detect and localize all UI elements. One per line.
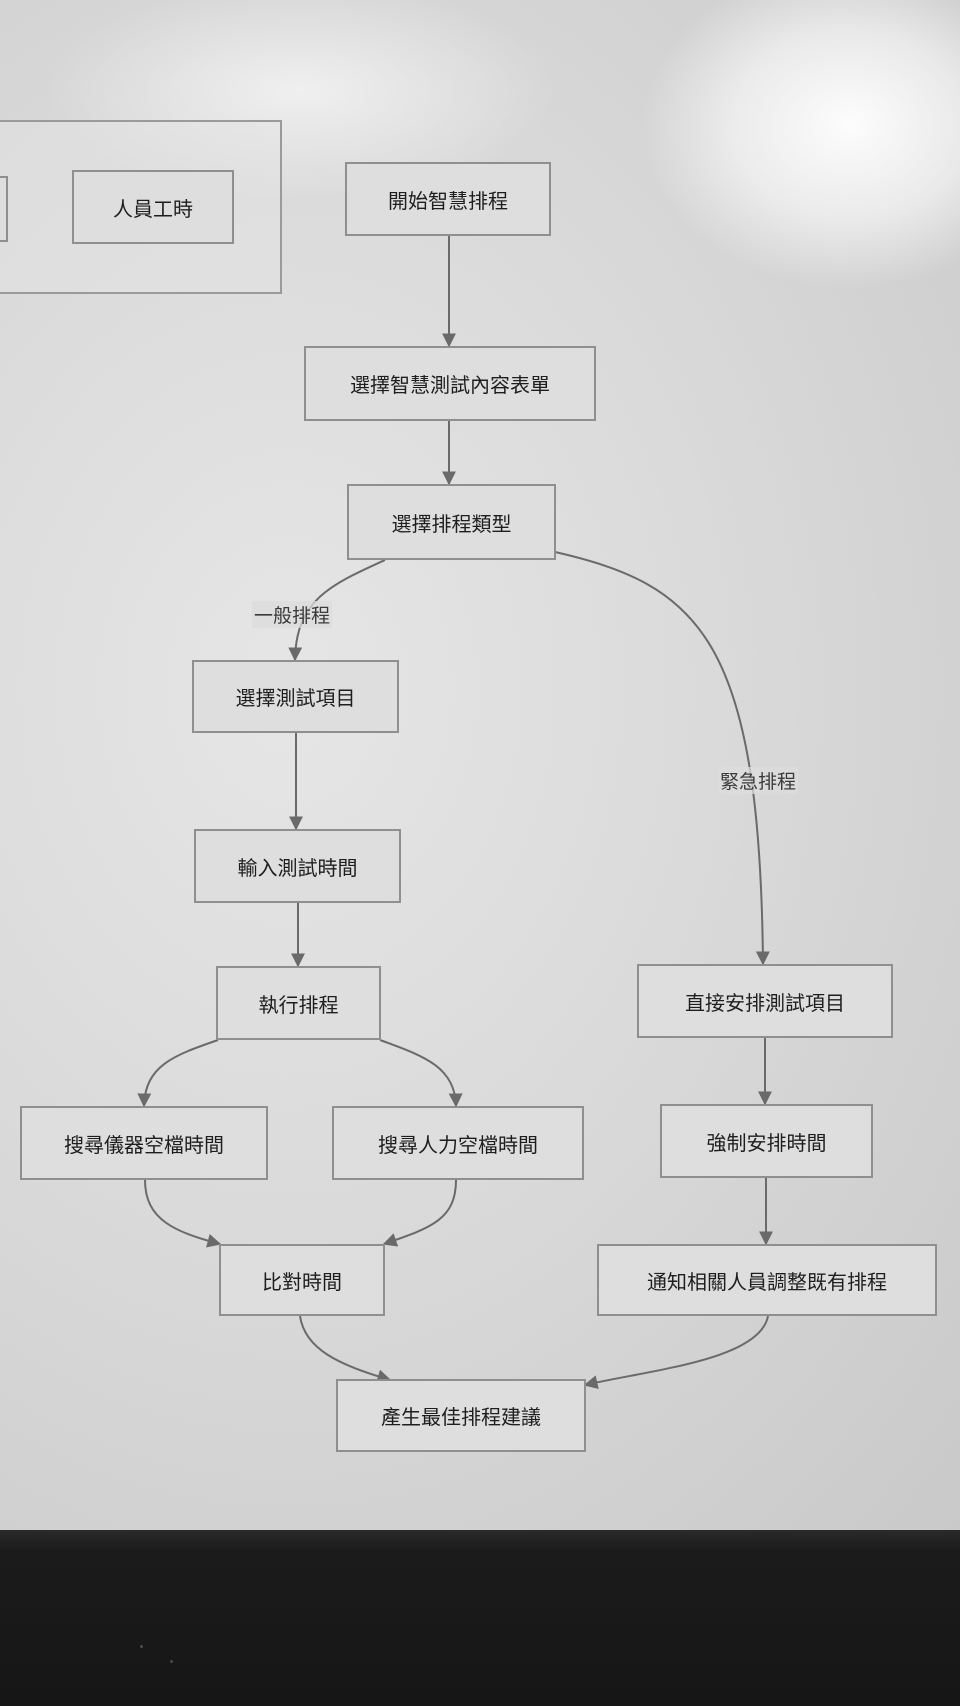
edges-layer [137, 236, 773, 1389]
dust-speck [170, 1660, 173, 1663]
monitor-bezel [0, 1530, 960, 1706]
node-result: 產生最佳排程建議 [336, 1379, 586, 1452]
edge-staff-to-compare [382, 1179, 457, 1247]
edge-compare-to-result [299, 1315, 392, 1384]
node-force-time: 強制安排時間 [660, 1104, 873, 1178]
node-start: 開始智慧排程 [345, 162, 551, 236]
edge-notify-to-result [583, 1315, 769, 1389]
node-notify: 通知相關人員調整既有排程 [597, 1244, 937, 1316]
node-search-instrument: 搜尋儀器空檔時間 [20, 1106, 268, 1180]
edge-execute-to-staff [379, 1039, 463, 1108]
edge-label-urgent: 緊急排程 [718, 767, 799, 794]
dust-speck [140, 1645, 143, 1648]
node-select-items: 選擇測試項目 [192, 660, 399, 733]
edge-label-normal: 一般排程 [252, 601, 333, 628]
node-select-type: 選擇排程類型 [347, 484, 556, 560]
node-cropped [0, 176, 8, 242]
edge-type-to-items [288, 559, 386, 662]
node-input-time: 輸入測試時間 [194, 829, 401, 903]
resource-subgraph [0, 120, 282, 294]
edge-instrument-to-compare [144, 1179, 222, 1248]
node-search-staff: 搜尋人力空檔時間 [332, 1106, 584, 1180]
edge-execute-to-instrument [137, 1039, 219, 1108]
node-staff-hours: 人員工時 [72, 170, 234, 244]
node-direct-arrange: 直接安排測試項目 [637, 964, 893, 1038]
node-execute: 執行排程 [216, 966, 381, 1040]
edge-type-to-direct [554, 551, 770, 966]
node-select-form: 選擇智慧測試內容表單 [304, 346, 596, 421]
node-compare: 比對時間 [219, 1244, 385, 1316]
